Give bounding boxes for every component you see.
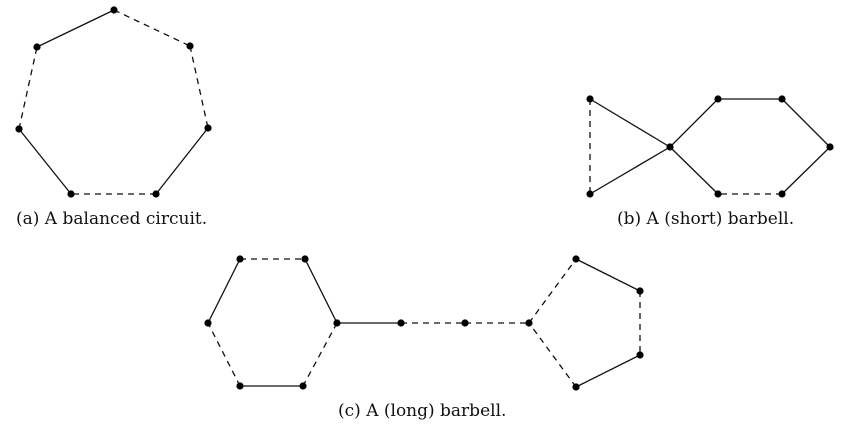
- edge-dashed-p4-p0: [528, 322, 577, 388]
- vertex-h4: [778, 190, 786, 198]
- vertex-x5: [236, 382, 244, 390]
- edge-solid-t2-c: [589, 146, 671, 195]
- edge-dashed-v6-v7: [18, 46, 38, 130]
- edge-solid-p3-p4: [575, 354, 641, 388]
- vertex-p0: [525, 319, 533, 327]
- vertex-p2: [636, 287, 644, 295]
- vertex-x4: [299, 382, 307, 390]
- vertex-v1: [110, 6, 118, 14]
- vertex-p1: [572, 255, 580, 263]
- vertex-v6: [15, 125, 23, 133]
- vertex-x6: [204, 319, 212, 327]
- vertex-m2: [461, 319, 469, 327]
- edge-dashed-v2-v3: [189, 45, 209, 129]
- edge-solid-x2-x3: [304, 258, 338, 324]
- edge-dashed-x5-x6: [207, 322, 241, 387]
- caption-a: (a) A balanced circuit.: [16, 209, 207, 229]
- vertex-x1: [236, 255, 244, 263]
- edge-solid-p1-p2: [575, 258, 641, 292]
- edge-solid-h5-c: [669, 146, 719, 195]
- vertex-h2: [778, 95, 786, 103]
- edge-solid-t1-c: [589, 98, 671, 148]
- edge-solid-x6-x1: [207, 258, 241, 324]
- vertex-t2: [586, 190, 594, 198]
- vertex-v2: [186, 42, 194, 50]
- vertex-v4: [152, 190, 160, 198]
- vertex-h5: [714, 190, 722, 198]
- edge-dashed-p0-p1: [528, 258, 577, 324]
- vertex-m1: [397, 319, 405, 327]
- graph-long-barbell: [204, 255, 644, 391]
- edge-solid-c-h1: [669, 98, 719, 148]
- edge-solid-h3-h4: [781, 146, 831, 195]
- vertex-p4: [572, 383, 580, 391]
- vertex-v7: [33, 43, 41, 51]
- caption-c: (c) A (long) barbell.: [338, 401, 506, 421]
- vertex-c: [666, 143, 674, 151]
- edge-solid-v5-v6: [18, 128, 72, 195]
- edge-solid-v7-v1: [36, 9, 115, 48]
- vertex-v3: [204, 124, 212, 132]
- graph-short-barbell: [586, 95, 834, 198]
- caption-b: (b) A (short) barbell.: [617, 209, 794, 229]
- vertex-t1: [586, 95, 594, 103]
- vertex-x2: [301, 255, 309, 263]
- edge-solid-v3-v4: [155, 127, 209, 195]
- edge-dashed-v1-v2: [113, 9, 191, 47]
- vertex-h1: [714, 95, 722, 103]
- graph-balanced-circuit: [15, 6, 212, 198]
- vertex-h3: [826, 143, 834, 151]
- edge-solid-h2-h3: [781, 98, 831, 148]
- edge-dashed-x3-x4: [302, 322, 338, 387]
- vertex-v5: [67, 190, 75, 198]
- vertex-x3: [333, 319, 341, 327]
- vertex-p3: [636, 351, 644, 359]
